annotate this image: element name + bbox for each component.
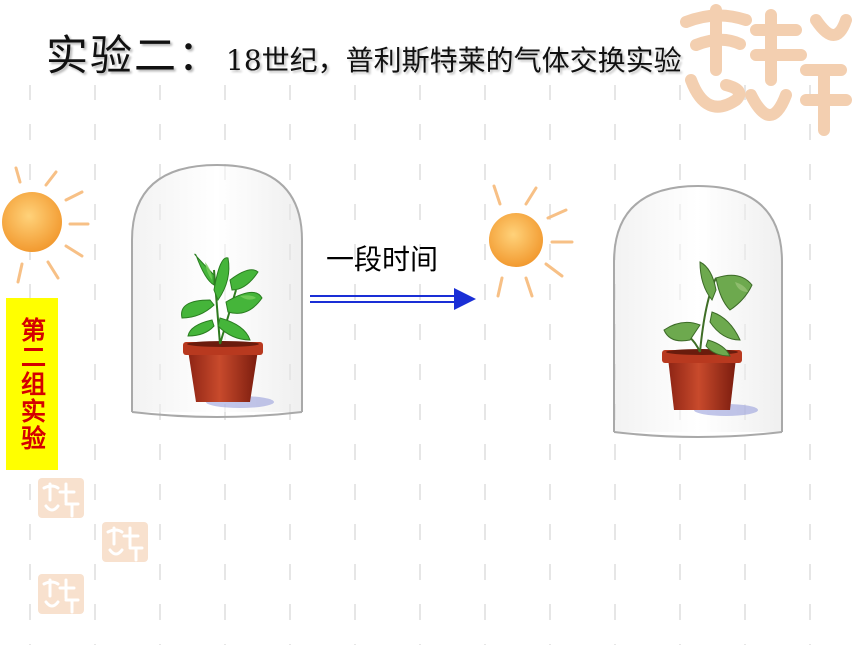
sun-icon <box>2 166 90 284</box>
decorative-seal-stamp <box>38 478 148 614</box>
potted-plant-healthy <box>181 253 274 408</box>
bell-jar-icon <box>613 184 783 438</box>
sun-icon <box>489 184 574 298</box>
title-subtitle: 18世纪，普利斯特莱的气体交换实验 <box>226 44 682 77</box>
slide-title: 实验二： 18世纪，普利斯特莱的气体交换实验 <box>46 22 682 82</box>
title-main: 实验二： <box>46 31 223 80</box>
group-badge-label: 第二组实验 <box>17 316 47 452</box>
time-elapsed-label: 一段时间 <box>326 243 439 276</box>
potted-plant-wilted <box>662 261 758 416</box>
double-arrow-right-icon <box>310 288 476 310</box>
group-badge: 第二组实验 <box>6 298 58 470</box>
seal-top-right <box>680 4 852 136</box>
